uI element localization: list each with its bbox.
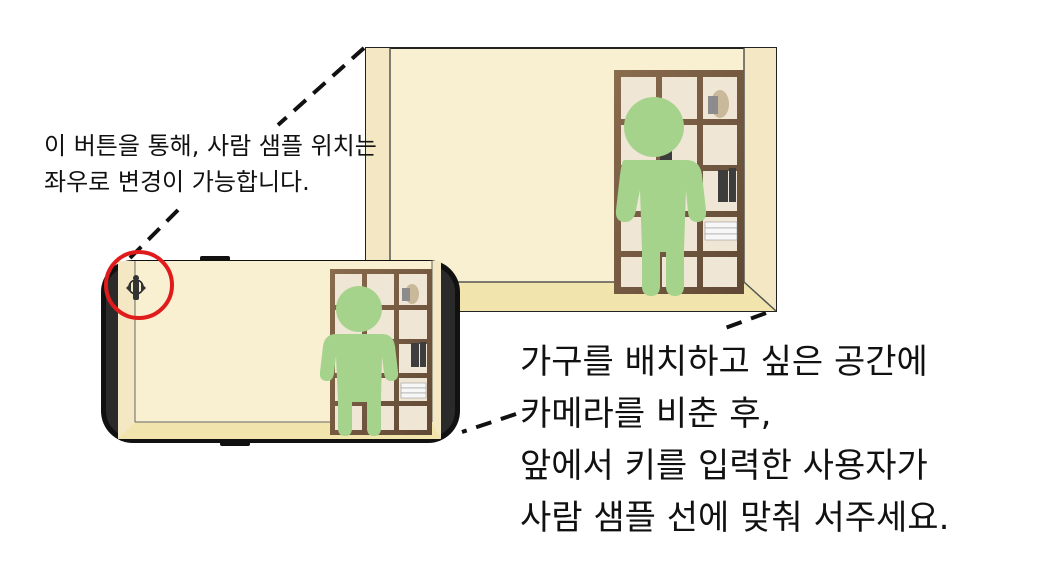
caption-line: 앞에서 키를 입력한 사용자가 xyxy=(520,446,928,486)
zoom-line-bottom-lower xyxy=(461,412,517,434)
caption-line: 가구를 배치하고 싶은 공간에 xyxy=(520,342,928,382)
caption-line: 카메라를 비춘 후, xyxy=(520,394,772,434)
instruction-caption: 가구를 배치하고 싶은 공간에 카메라를 비춘 후, 앞에서 키를 입력한 사용… xyxy=(520,336,1040,544)
caption-line: 이 버튼을 통해, 사람 샘플 위치는 xyxy=(44,132,377,160)
room-left-wall xyxy=(366,48,390,311)
room-right-wall xyxy=(744,48,776,311)
toggle-explanation-caption: 이 버튼을 통해, 사람 샘플 위치는 좌우로 변경이 가능합니다. xyxy=(44,128,464,200)
person-silhouette-icon-small xyxy=(319,286,399,436)
caption-line: 좌우로 변경이 가능합니다. xyxy=(44,168,310,196)
person-swap-icon[interactable] xyxy=(126,275,146,300)
person-silhouette-icon xyxy=(615,97,707,296)
caption-line: 사람 샘플 선에 맞춰 서주세요. xyxy=(520,498,950,538)
highlight-circle xyxy=(104,250,174,320)
zoom-connector-lines xyxy=(128,46,767,434)
zoom-line-top-lower xyxy=(128,208,180,260)
zoom-line-bottom-upper xyxy=(719,311,767,332)
zoom-line-top-upper xyxy=(276,46,366,127)
